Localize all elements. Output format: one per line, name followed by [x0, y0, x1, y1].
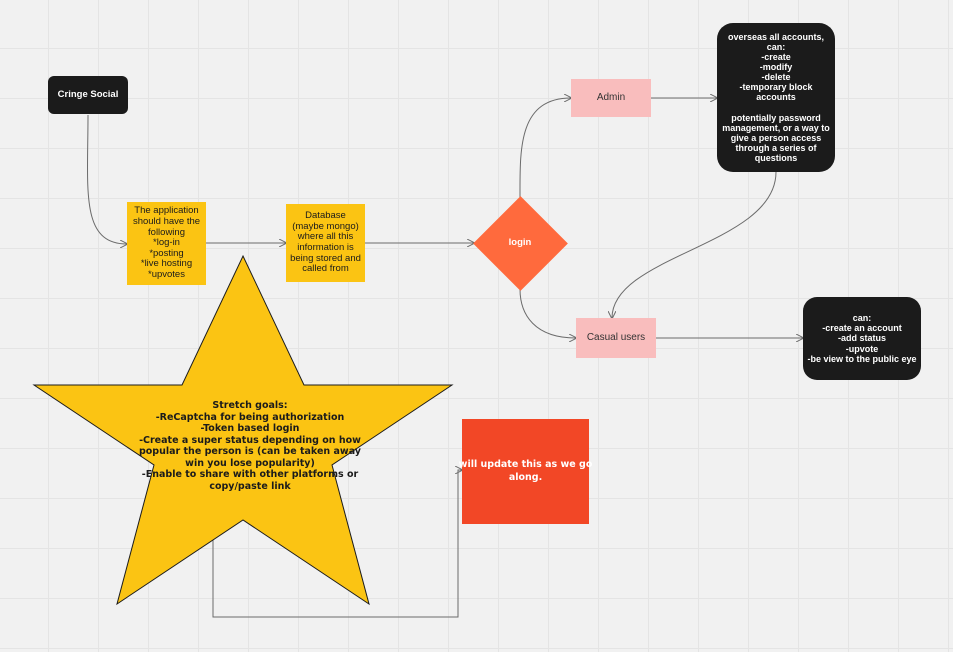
text-line: *live hosting [140, 258, 193, 270]
text-line: accounts [756, 92, 796, 103]
text-line: through a series of [735, 142, 817, 153]
text-line: win you lose popularity) [185, 457, 315, 469]
casual-users-capabilities-note[interactable]: can:-create an account-add status-upvote… [803, 297, 921, 380]
text-line: along. [508, 471, 543, 483]
text-line: Stretch goals: [212, 400, 288, 411]
connector-login-to-admin [519, 98, 571, 198]
stretch-goals-text: Stretch goals:-ReCaptcha for being autho… [130, 400, 370, 493]
text-line: should have the [132, 215, 201, 227]
casual-users-capabilities-text: can:-create an account-add status-upvote… [807, 313, 916, 363]
text-line: give a person access [730, 132, 822, 143]
text-line: called from [302, 263, 349, 275]
text-line: login [508, 236, 532, 248]
casual-users-node[interactable]: Casual users [576, 318, 656, 358]
text-line: popular the person is (can be taken away [138, 446, 362, 458]
text-line: copy/paste link [209, 481, 291, 493]
text-line: -create an account [822, 323, 902, 334]
text-line: -Create a super status depending on how [139, 434, 361, 446]
admin-capabilities-text: overseas all accounts,can:-create-modify… [722, 32, 830, 163]
admin-node[interactable]: Admin [571, 79, 651, 117]
text-line: *upvotes [148, 269, 185, 281]
text-line: information is [297, 242, 354, 253]
text-line: potentially password [731, 112, 821, 123]
text-line: will update this as we go [458, 458, 593, 470]
text-line: overseas all accounts, [727, 31, 825, 42]
login-label: login [475, 228, 565, 258]
text-line: Casual users [586, 332, 646, 344]
text-line: The application [134, 205, 199, 217]
text-line: Admin [596, 92, 626, 104]
text-line: -upvote [845, 343, 879, 354]
cringe-social-node[interactable]: Cringe Social [48, 76, 128, 114]
text-line: Database [305, 210, 346, 222]
connector-admin-note-to-casual [612, 171, 777, 318]
text-line: -modify [759, 62, 793, 73]
cringe-social-text: Cringe Social [57, 88, 119, 101]
text-line: -create [761, 52, 791, 63]
text-line: where all this [297, 231, 354, 243]
text-line: -add status [837, 333, 886, 344]
connector-star-to-update-note [212, 470, 462, 618]
admin-text: Admin [597, 92, 625, 103]
text-line: -delete [761, 72, 791, 83]
text-line: -temporary block [739, 82, 813, 93]
connector-cringe-to-application [87, 114, 127, 244]
casual-users-text: Casual users [587, 332, 645, 343]
stretch-goals-star[interactable] [32, 254, 454, 606]
text-line: *log-in [153, 237, 180, 249]
text-line: Cringe Social [57, 88, 119, 100]
text-line: being stored and [290, 252, 361, 264]
admin-capabilities-note[interactable]: overseas all accounts,can:-create-modify… [717, 23, 835, 172]
connector-login-to-casual [519, 288, 576, 338]
text-line: -Token based login [200, 423, 300, 435]
text-line: -ReCaptcha for being authorization [155, 411, 345, 423]
text-line: -Enable to share with other platforms or [141, 469, 359, 481]
text-line [722, 103, 830, 113]
text-line: can: [766, 42, 786, 53]
text-line: questions [754, 152, 798, 163]
text-line: can: [852, 313, 872, 324]
text-line: management, or a way to [722, 122, 830, 133]
text-line: following [148, 226, 185, 238]
text-line: *posting [149, 247, 184, 259]
login-text: login [508, 236, 532, 249]
text-line: (maybe mongo) [292, 220, 359, 232]
text-line: -be view to the public eye [807, 353, 917, 364]
